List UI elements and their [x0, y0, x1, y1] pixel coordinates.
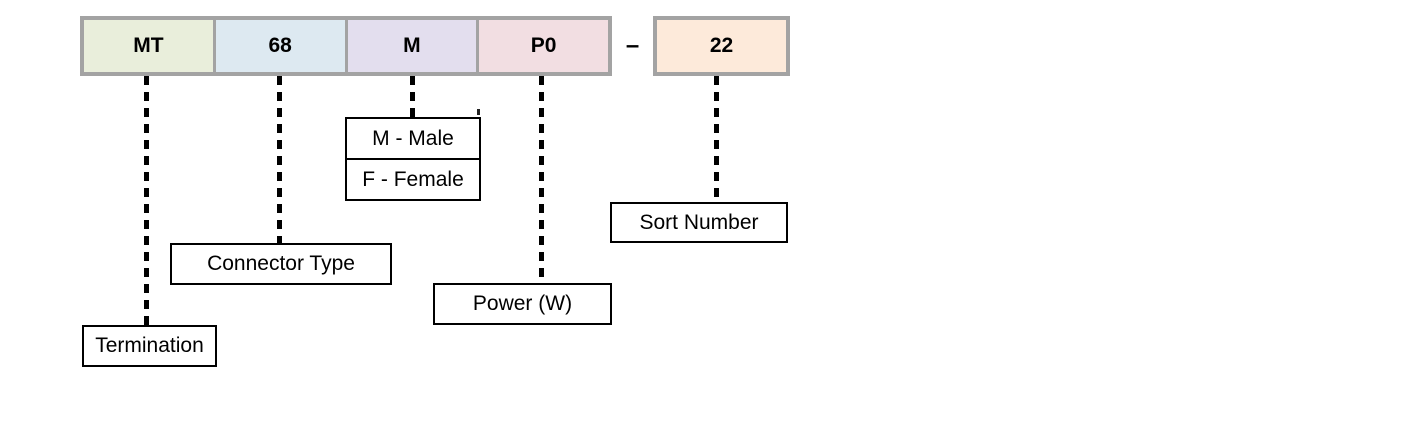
label-box-sort-number: Sort Number — [610, 202, 788, 243]
leader-line-connector-type — [277, 76, 282, 243]
separator-dash: – — [625, 32, 640, 59]
label-box-power: Power (W) — [433, 283, 612, 325]
leader-line-gender — [410, 76, 415, 117]
code-cell-p0: P0 — [476, 20, 608, 72]
gender-option-male: M - Male — [347, 119, 479, 160]
code-cell-22: 22 — [653, 16, 790, 76]
label-box-connector-type: Connector Type — [170, 243, 392, 285]
gender-option-female: F - Female — [362, 167, 464, 191]
label-box-termination: Termination — [82, 325, 217, 367]
code-strip: MT 68 M P0 — [80, 16, 612, 76]
leader-line-power — [539, 76, 544, 283]
leader-line-sort-number — [714, 76, 719, 202]
gender-options-box: M - Male F - Female — [345, 117, 481, 201]
code-cell-m: M — [344, 20, 477, 72]
stray-mark — [477, 109, 480, 115]
code-cell-mt: MT — [84, 20, 213, 72]
code-cell-68: 68 — [212, 20, 345, 72]
leader-line-termination — [144, 76, 149, 325]
